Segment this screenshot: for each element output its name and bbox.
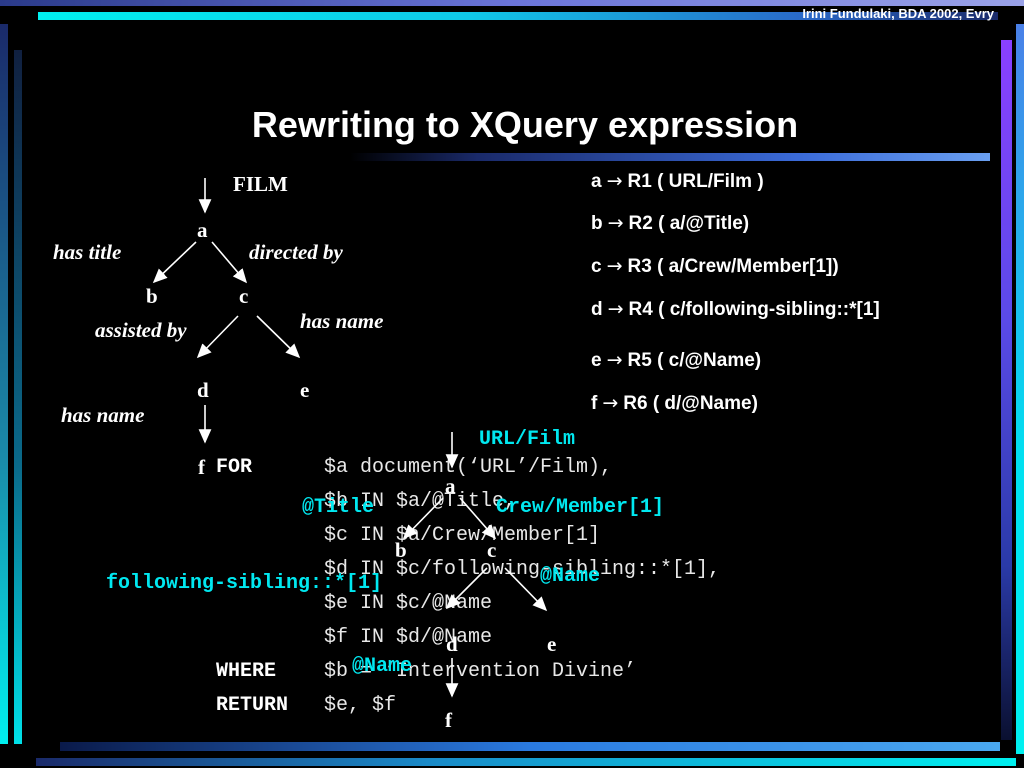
query-line-3: $c IN $a/Crew/Member[1]	[324, 524, 601, 547]
mapping-var: b	[591, 213, 603, 234]
tree-node-a: a	[197, 218, 208, 242]
mapping-row: a→R1 ( URL/Film )	[591, 170, 764, 193]
tree-node-c: c	[239, 284, 249, 308]
mapping-rule: R2 ( a/@Title)	[628, 213, 750, 234]
tree-node-f: f	[198, 455, 205, 479]
overlay-node-b: b	[395, 538, 407, 562]
overlay-node-d: d	[446, 632, 458, 656]
edge-label-has-name-d: has name	[61, 403, 145, 427]
edge-label-has-name-c: has name	[300, 309, 384, 333]
title-underline	[350, 153, 990, 161]
tree-node-b: b	[146, 284, 158, 308]
mapping-row: b→R2 ( a/@Title)	[591, 212, 749, 235]
mapping-row: c→R3 ( a/Crew/Member[1])	[591, 255, 839, 278]
overlay-label-title: @Title	[302, 496, 375, 519]
overlay-label-following-sibling: following-sibling::*[1]	[106, 572, 383, 595]
mapping-arrow: →	[606, 349, 623, 371]
overlay-node-a: a	[445, 474, 456, 498]
mapping-row: f→R6 ( d/@Name)	[591, 392, 758, 415]
mapping-var: f	[591, 393, 598, 414]
left-decor-bar	[0, 24, 8, 744]
mapping-var: c	[591, 256, 602, 277]
query-line-4: $d IN $c/following-sibling::*[1],	[324, 558, 721, 581]
overlay-node-c: c	[487, 538, 497, 562]
slide-title: Rewriting to XQuery expression	[251, 104, 799, 145]
query-line-2: $b IN $a/@Title,	[324, 490, 517, 513]
mapping-arrow: →	[607, 298, 624, 320]
edge-label-directed-by: directed by	[249, 240, 343, 264]
return-keyword: RETURN	[216, 694, 289, 717]
left-decor-bar-inner	[14, 50, 22, 744]
tree-node-d: d	[197, 378, 209, 402]
mapping-var: a	[591, 171, 602, 192]
bottom-decor-line	[60, 742, 1000, 751]
overlay-node-e: e	[547, 632, 557, 656]
mapping-rule: R5 ( c/@Name)	[627, 350, 762, 371]
mapping-var: d	[591, 299, 603, 320]
mapping-rule: R6 ( d/@Name)	[623, 393, 758, 414]
edge-label-has-title: has title	[53, 240, 122, 264]
bottom-decor-line-outer	[36, 758, 1016, 766]
tree-node-e: e	[300, 378, 310, 402]
tree-root-label: FILM	[233, 172, 288, 196]
overlay-node-f: f	[445, 708, 452, 732]
overlay-label-name-d: @Name	[352, 655, 413, 678]
query-line-6: $f IN $d/@Name	[324, 626, 493, 649]
where-keyword: WHERE	[216, 660, 277, 683]
mapping-arrow: →	[606, 170, 623, 192]
mapping-rule: R1 ( URL/Film )	[627, 171, 764, 192]
mapping-rule: R4 ( c/following-sibling::*[1]	[628, 299, 880, 320]
overlay-label-url-film: URL/Film	[479, 428, 576, 451]
right-decor-bar	[1001, 40, 1012, 740]
for-keyword: FOR	[216, 456, 253, 479]
mapping-var: e	[591, 350, 602, 371]
right-decor-bar-outer	[1016, 24, 1024, 754]
query-line-1: $a document(‘URL’/Film),	[324, 456, 613, 479]
overlay-label-crew-member: Crew/Member[1]	[496, 496, 665, 519]
mapping-rule: R3 ( a/Crew/Member[1])	[627, 256, 839, 277]
query-return-clause: $e, $f	[324, 694, 397, 717]
mapping-arrow: →	[607, 212, 624, 234]
mapping-row: e→R5 ( c/@Name)	[591, 349, 761, 372]
top-decor-strip	[0, 0, 1024, 6]
query-line-5: $e IN $c/@Name	[324, 592, 493, 615]
top-decor-line	[38, 12, 998, 20]
query-where-clause: $b = ‘Intervention Divine’	[324, 660, 637, 683]
header-credit: Irini Fundulaki, BDA 2002, Evry	[802, 6, 994, 21]
mapping-row: d→R4 ( c/following-sibling::*[1]	[591, 298, 880, 321]
mapping-arrow: →	[606, 255, 623, 277]
overlay-label-name-c: @Name	[540, 565, 601, 588]
edge-label-assisted-by: assisted by	[95, 318, 187, 342]
mapping-arrow: →	[602, 392, 619, 414]
